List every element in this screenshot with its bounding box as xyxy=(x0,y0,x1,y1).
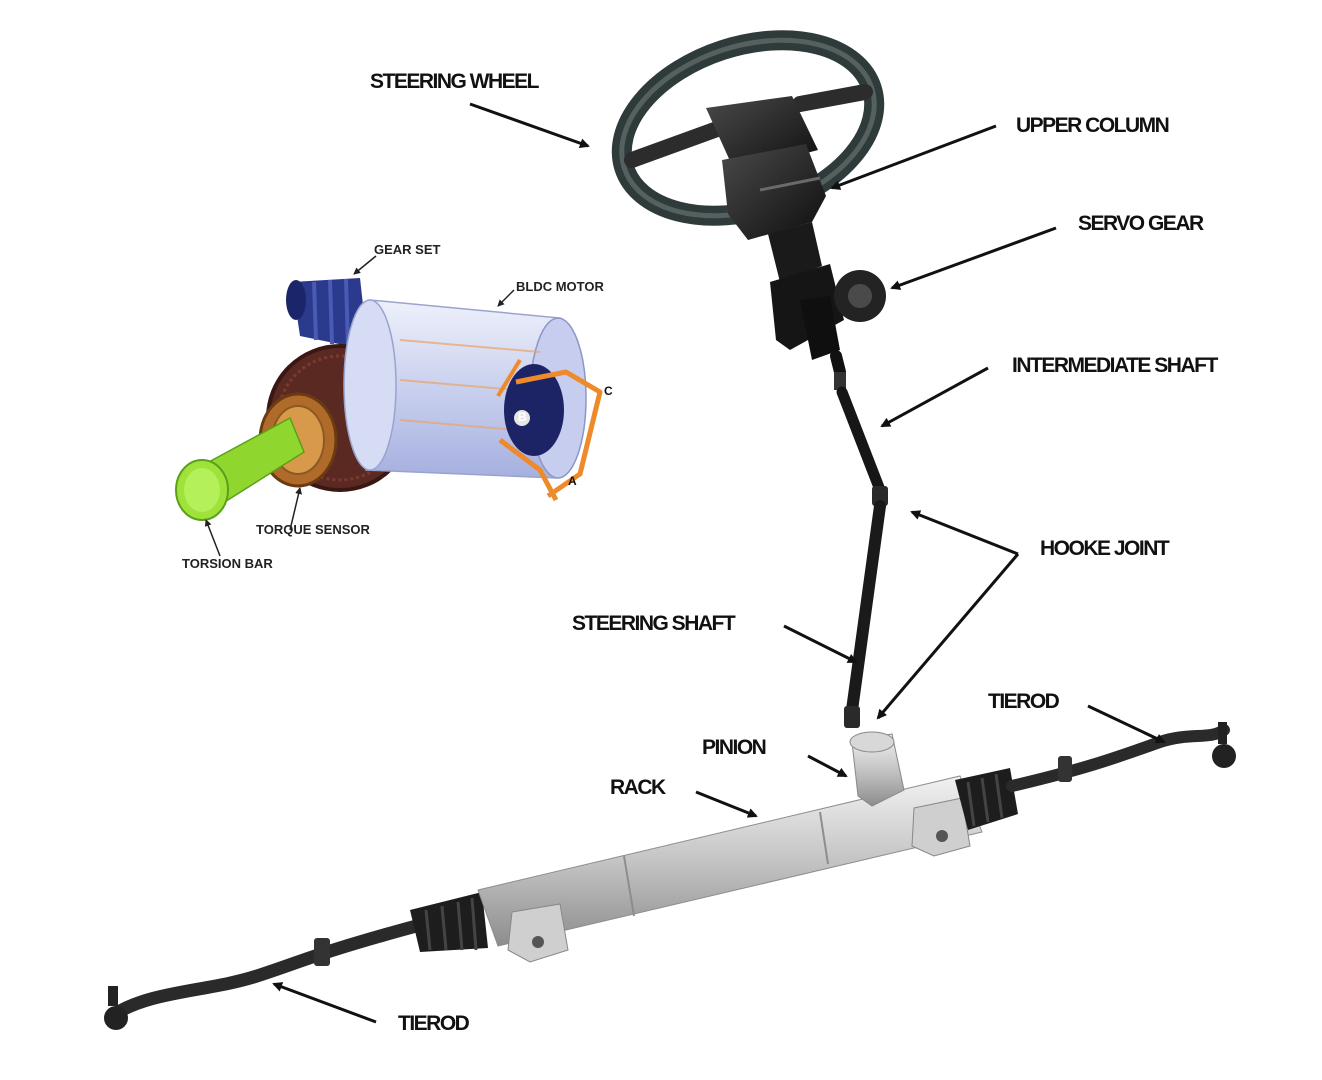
arrow-steering-shaft xyxy=(783,624,858,664)
upper-column xyxy=(722,144,826,282)
arrow-pinion xyxy=(807,754,848,778)
arrow-rack xyxy=(695,790,758,818)
label-pinion: PINION xyxy=(702,736,767,759)
arrow-upper-column xyxy=(830,124,997,190)
label-phase-a: A xyxy=(568,474,577,488)
left-tierod-shape xyxy=(105,918,427,1023)
arrow-tierod-left xyxy=(272,982,377,1024)
arrow-tierod-right xyxy=(1087,704,1166,744)
label-steering-shaft: STEERING SHAFT xyxy=(572,612,736,635)
right-tierod-shape xyxy=(1006,724,1230,792)
phase-wiring xyxy=(515,369,603,499)
arrow-intermediate-shaft xyxy=(880,366,989,428)
label-tierod-left: TIEROD xyxy=(398,1012,470,1035)
label-servo-gear: SERVO GEAR xyxy=(1078,212,1204,235)
label-intermediate-shaft: INTERMEDIATE SHAFT xyxy=(1012,354,1218,377)
leader-arrows xyxy=(272,102,1166,1024)
label-gear-set: GEAR SET xyxy=(374,242,441,257)
hooke-joint-upper xyxy=(872,486,888,506)
rack-assembly xyxy=(104,722,1236,1030)
arrow-hooke-joint-lower xyxy=(876,553,1020,720)
label-tierod-right: TIEROD xyxy=(988,690,1060,713)
servo-gear xyxy=(770,264,886,360)
arrow-hooke-joint-upper xyxy=(910,510,1019,556)
arrow-gear-set xyxy=(353,255,377,275)
column-shafts xyxy=(830,350,888,728)
inset-leader-arrows xyxy=(204,255,515,557)
label-phase-c: C xyxy=(604,384,613,398)
label-bldc-motor: BLDC MOTOR xyxy=(516,279,604,294)
arrow-torque-sensor xyxy=(289,487,303,531)
label-rack: RACK xyxy=(610,776,666,799)
label-phase-b: B xyxy=(518,410,527,424)
arrow-bldc-motor xyxy=(497,289,515,307)
arrow-servo-gear xyxy=(890,226,1057,290)
label-upper-column: UPPER COLUMN xyxy=(1016,114,1170,137)
arrow-torsion-bar xyxy=(204,519,221,557)
label-torsion-bar: TORSION BAR xyxy=(182,556,273,571)
label-hooke-joint: HOOKE JOINT xyxy=(1040,537,1170,560)
label-torque-sensor: TORQUE SENSOR xyxy=(256,522,370,537)
eps-motor-inset xyxy=(175,278,603,521)
label-steering-wheel: STEERING WHEEL xyxy=(370,70,540,93)
arrow-steering-wheel xyxy=(469,102,590,149)
hooke-joint-lower xyxy=(844,706,860,728)
